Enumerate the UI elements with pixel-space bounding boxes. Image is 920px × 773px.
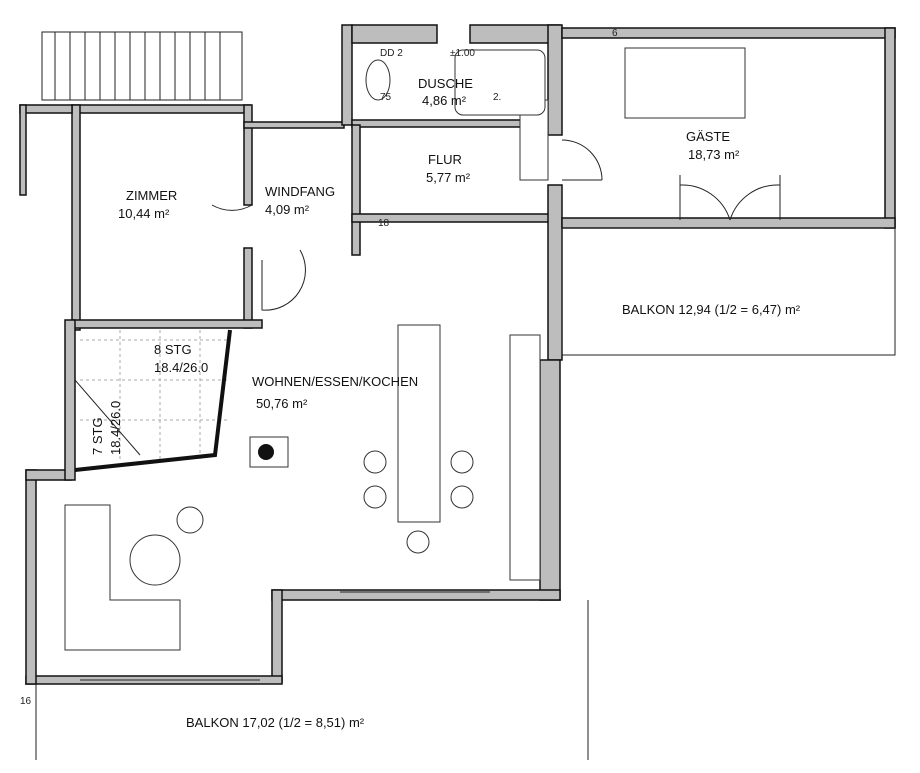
room-name-zimmer: ZIMMER xyxy=(126,188,177,203)
room-name-gaeste: GÄSTE xyxy=(686,129,730,144)
annotation-dd: DD 2 xyxy=(380,48,403,59)
stair-steps-7: 7 STG xyxy=(90,417,105,455)
annotation-6: 6 xyxy=(612,28,618,39)
stair-ratio-7: 18.4/26.0 xyxy=(108,401,123,455)
room-area-gaeste: 18,73 m² xyxy=(688,147,740,162)
furniture xyxy=(64,47,781,681)
stair-ratio-8: 18.4/26.0 xyxy=(154,360,208,375)
room-name-dusche: DUSCHE xyxy=(418,76,473,91)
stair-steps-8: 8 STG xyxy=(154,342,192,357)
labels: ZIMMER 10,44 m² WINDFANG 4,09 m² DUSCHE … xyxy=(20,28,801,730)
annotation-2: 2. xyxy=(493,92,501,103)
room-name-flur: FLUR xyxy=(428,152,462,167)
room-area-flur: 5,77 m² xyxy=(426,170,471,185)
room-area-zimmer: 10,44 m² xyxy=(118,206,170,221)
room-area-wohnen: 50,76 m² xyxy=(256,396,308,411)
room-area-windfang: 4,09 m² xyxy=(265,202,310,217)
stair-internal xyxy=(74,329,232,472)
exterior-stairs xyxy=(54,32,221,100)
annotation-level: ±1.00 xyxy=(450,48,475,59)
annotation-75: 75 xyxy=(380,92,392,103)
room-name-windfang: WINDFANG xyxy=(265,184,335,199)
balcony-label-right: BALKON 12,94 (1/2 = 6,47) m² xyxy=(622,302,801,317)
balcony-label-bottom: BALKON 17,02 (1/2 = 8,51) m² xyxy=(186,715,365,730)
room-name-wohnen: WOHNEN/ESSEN/KOCHEN xyxy=(252,374,418,389)
walls xyxy=(19,24,896,760)
annotation-16: 16 xyxy=(20,696,32,707)
room-area-dusche: 4,86 m² xyxy=(422,93,467,108)
annotation-18: 18 xyxy=(378,218,390,229)
